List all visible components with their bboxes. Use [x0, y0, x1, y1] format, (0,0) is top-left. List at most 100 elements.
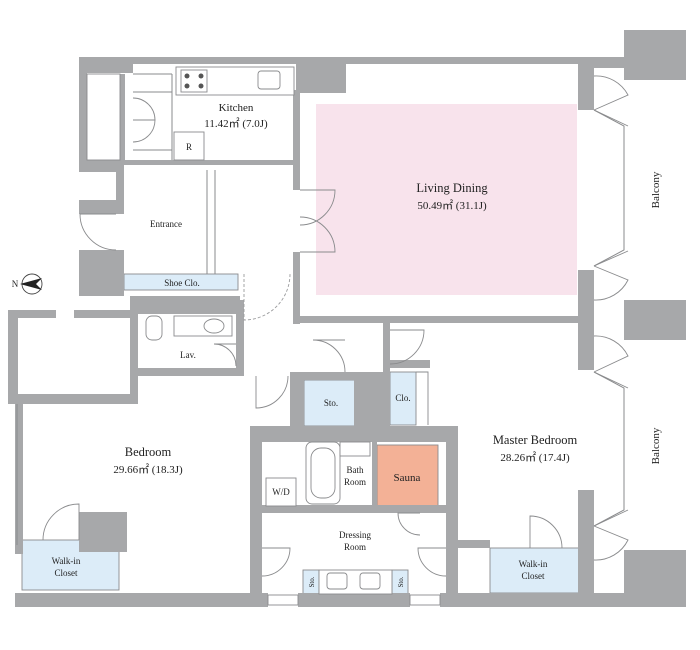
walk-in-closet-right-line1: Walk-in — [519, 559, 548, 569]
wall — [578, 60, 594, 110]
wall — [79, 250, 124, 296]
fixtures: R — [16, 66, 625, 606]
wall — [130, 296, 240, 314]
door-swing[interactable] — [593, 265, 629, 301]
doors — [42, 75, 629, 577]
wall — [262, 505, 446, 513]
wall — [15, 593, 268, 607]
wall — [120, 74, 125, 160]
door-swing[interactable] — [593, 525, 629, 561]
wall — [293, 252, 300, 324]
wall — [293, 90, 300, 190]
door-swing[interactable] — [132, 119, 156, 143]
door-swing[interactable] — [312, 339, 346, 373]
door-swing[interactable] — [299, 189, 336, 226]
wall — [458, 540, 490, 548]
door-swing[interactable] — [417, 547, 447, 577]
wall — [8, 310, 18, 400]
compass-label: N — [12, 279, 19, 289]
wall — [122, 160, 300, 165]
burner-icon — [198, 73, 204, 79]
master-bedroom-label: Master Bedroom — [493, 433, 578, 447]
wall — [8, 394, 138, 404]
door-swing[interactable] — [213, 343, 237, 367]
door-swing[interactable] — [389, 329, 425, 365]
wall — [79, 200, 124, 214]
wall — [79, 57, 87, 172]
door-swing[interactable] — [593, 75, 629, 111]
bay-window — [593, 371, 625, 527]
bath-room-label-line2: Room — [344, 477, 366, 487]
door-swing[interactable] — [416, 371, 429, 425]
storage-left-label: Sto. — [308, 576, 316, 587]
wall — [624, 300, 686, 340]
wall — [79, 57, 133, 73]
kitchen-area: 11.42㎡ (7.0J) — [204, 117, 268, 130]
wall — [15, 404, 23, 554]
bathtub-inner — [310, 447, 336, 499]
lavatory-label: Lav. — [180, 350, 196, 360]
wall — [79, 512, 127, 552]
door-swing[interactable] — [529, 515, 563, 549]
dressing-room-label-line1: Dressing — [339, 530, 371, 540]
door-swing[interactable] — [397, 512, 421, 536]
wall — [354, 372, 390, 428]
door-swing[interactable] — [299, 216, 336, 253]
wall — [390, 360, 430, 368]
balcony-upper-label: Balcony — [650, 171, 662, 208]
bedroom-area: 29.66㎡ (18.3J) — [113, 463, 183, 476]
stove — [180, 69, 208, 93]
dressing-room-label-line2: Room — [344, 542, 366, 552]
wall — [74, 310, 138, 318]
walk-in-closet-right-line2: Closet — [521, 571, 545, 581]
dressing-basin — [359, 572, 381, 590]
balcony-lower-label: Balcony — [650, 427, 662, 464]
wall — [372, 442, 377, 512]
door-swing[interactable] — [255, 375, 289, 409]
refrigerator-label: R — [186, 142, 192, 152]
wall — [136, 368, 236, 376]
toilet — [145, 315, 163, 341]
wall — [79, 160, 124, 172]
window — [267, 594, 299, 606]
door-swing[interactable] — [243, 273, 291, 321]
wall — [298, 593, 410, 607]
kitchen-sink — [257, 70, 281, 90]
wall — [130, 310, 138, 400]
bath-room-label-line1: Bath — [347, 465, 364, 475]
wall — [383, 316, 390, 426]
kitchen-label: Kitchen — [219, 102, 254, 114]
north-arrow-icon — [20, 278, 42, 290]
wall — [594, 60, 630, 68]
wall — [446, 426, 458, 596]
closet-center-label: Clo. — [395, 393, 410, 403]
wall — [250, 426, 458, 442]
wall — [578, 490, 594, 605]
door-swing[interactable] — [593, 109, 629, 127]
shoe-closet-label: Shoe Clo. — [164, 278, 200, 288]
door-swing[interactable] — [593, 509, 629, 527]
walk-in-closet-right-area — [489, 547, 587, 594]
wall — [116, 160, 124, 200]
storage-right-label: Sto. — [397, 576, 405, 587]
door-swing[interactable] — [593, 335, 629, 373]
refrigerator-box — [173, 131, 205, 161]
bay-window — [593, 109, 625, 267]
sauna-label: Sauna — [394, 472, 421, 484]
door-swing[interactable] — [42, 503, 80, 541]
wall — [236, 300, 244, 376]
wall — [293, 316, 593, 323]
storage-center-label: Sto. — [324, 398, 338, 408]
door-swing[interactable] — [79, 213, 117, 251]
door-swing[interactable] — [593, 250, 629, 267]
door-swing[interactable] — [132, 97, 156, 121]
burner-icon — [198, 83, 204, 89]
door-swing[interactable] — [261, 547, 291, 577]
living-dining-highlight — [316, 104, 577, 295]
wall — [296, 57, 346, 93]
wall — [250, 426, 262, 596]
living-dining-label: Living Dining — [416, 181, 488, 195]
door-swing[interactable] — [593, 371, 629, 389]
walk-in-closet-left-line1: Walk-in — [52, 556, 81, 566]
